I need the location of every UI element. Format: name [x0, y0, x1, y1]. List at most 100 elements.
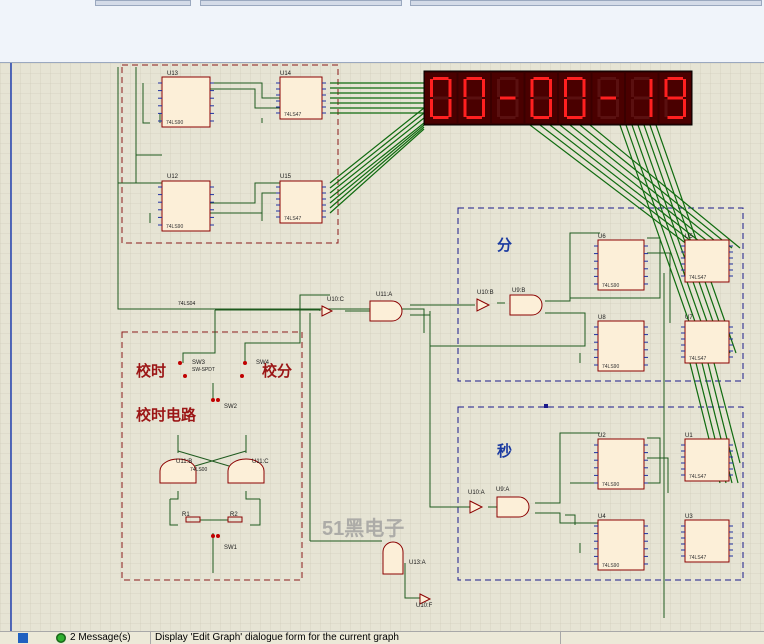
chip-u2[interactable]: [597, 438, 645, 490]
toolbar-combo[interactable]: [95, 0, 191, 6]
chip-u4[interactable]: [597, 519, 645, 571]
segment-e: [631, 99, 634, 117]
app-status-icon: [18, 633, 28, 643]
segment-e: [497, 99, 500, 117]
segment-a: [567, 77, 583, 80]
chips: 74LS90 74LS47 74LS90 74LS47 74LS90 74LS47 74LS…: [158, 76, 733, 571]
label-set-time-circuit: 校时电路: [136, 406, 197, 424]
nand-gate-u9a: [496, 496, 530, 518]
segment-a: [667, 77, 683, 80]
chip-u15[interactable]: [279, 180, 323, 224]
grid-background: [0, 63, 764, 631]
label-u11b: U11:B: [176, 459, 192, 465]
segment-b: [582, 79, 586, 97]
segment-e: [530, 99, 534, 117]
label-second: 秒: [497, 442, 512, 460]
chip-u13[interactable]: [161, 76, 211, 128]
label-r2: R2: [230, 512, 238, 518]
watermark: 51黑电子: [322, 517, 404, 540]
segment-b: [448, 79, 452, 97]
chip-type-label: 74LS90: [602, 283, 619, 289]
segment-d: [466, 116, 482, 119]
segment-d: [567, 116, 583, 119]
schematic-canvas[interactable]: 74LS90 74LS47 74LS90 74LS47 74LS90 74LS47 74LS…: [0, 63, 764, 631]
nand-gate-u13a: [382, 541, 404, 575]
chip-type-label: 74LS47: [284, 216, 301, 222]
inverter-u10a: [469, 500, 484, 514]
chip-type-label: 74LS47: [284, 112, 301, 118]
label-u1: U1: [685, 433, 693, 439]
segment-g: [600, 96, 616, 100]
chip-u3[interactable]: [684, 519, 730, 563]
chip-u7[interactable]: [684, 320, 730, 364]
segment-a: [433, 77, 449, 80]
segment-d: [600, 116, 616, 119]
label-u2: U2: [598, 433, 606, 439]
resistor-r2: [227, 516, 243, 523]
seven-segment-display[interactable]: [423, 70, 693, 126]
segment-d: [433, 116, 449, 119]
nand-gate-u11b: [159, 458, 197, 484]
logic-gates: [159, 294, 543, 605]
label-sw1: SW1: [224, 545, 238, 551]
status-bar: 2 Message(s) Display 'Edit Graph' dialog…: [0, 631, 764, 644]
nand-gate-u11a: [369, 300, 403, 322]
sw1-contact: [211, 534, 215, 538]
segment-e: [430, 99, 433, 117]
label-u15: U15: [280, 174, 292, 180]
label-r1: R1: [182, 512, 190, 518]
segment-a: [600, 77, 616, 80]
segment-b: [549, 79, 552, 97]
segment-g: [433, 96, 449, 100]
segment-f: [430, 79, 433, 97]
label-74ls00: 74LS00: [190, 467, 207, 473]
segment-c: [582, 99, 586, 117]
chip-u1[interactable]: [684, 438, 730, 482]
label-u14: U14: [280, 71, 292, 77]
segment-e: [463, 99, 467, 117]
label-74ls04: 74LS04: [178, 301, 195, 307]
toolbar-strip: [410, 0, 762, 6]
segment-b: [616, 79, 619, 97]
message-icon[interactable]: [56, 633, 66, 643]
label-u8: U8: [598, 315, 606, 321]
segment-c: [482, 99, 485, 117]
segment-e: [564, 99, 567, 117]
segment-d: [667, 116, 683, 119]
chip-u5[interactable]: [684, 239, 730, 283]
chip-u14[interactable]: [279, 76, 323, 120]
segment-e: [597, 99, 601, 117]
segment-f: [530, 79, 534, 97]
chip-u8[interactable]: [597, 320, 645, 372]
label-u9b: U9:B: [512, 288, 525, 294]
label-u13: U13: [167, 71, 179, 77]
display-frame: [423, 70, 693, 126]
segment-f: [564, 79, 567, 97]
segment-a: [466, 77, 482, 80]
segment-d: [634, 116, 650, 119]
segment-f: [497, 79, 500, 97]
section-labels: 分 秒 校时 校分 校时电路: [136, 237, 512, 460]
chip-type-label: 74LS90: [166, 120, 183, 126]
label-u11a: U11:A: [376, 292, 392, 298]
inverter-u10b: [476, 298, 491, 312]
label-sw2: SW2: [224, 404, 238, 410]
segment-g: [466, 96, 482, 100]
label-u4: U4: [598, 514, 606, 520]
segment-c: [683, 99, 686, 117]
label-u12: U12: [167, 174, 179, 180]
label-u11c: U11:C: [252, 459, 269, 465]
label-u10b: U10:B: [477, 290, 494, 296]
chip-type-label: 74LS47: [689, 275, 706, 281]
message-count[interactable]: 2 Message(s): [70, 632, 131, 643]
segment-f: [664, 79, 668, 97]
set-time-region-box: [121, 331, 303, 581]
segment-g: [567, 96, 583, 100]
chip-u6[interactable]: [597, 239, 645, 291]
label-u10f: U10:F: [416, 603, 433, 609]
status-hint: Display 'Edit Graph' dialogue form for t…: [150, 632, 399, 644]
chip-u12[interactable]: [161, 180, 211, 232]
switches[interactable]: [178, 361, 247, 538]
chip-type-label: 74LS90: [166, 224, 183, 230]
segment-c: [549, 99, 552, 117]
